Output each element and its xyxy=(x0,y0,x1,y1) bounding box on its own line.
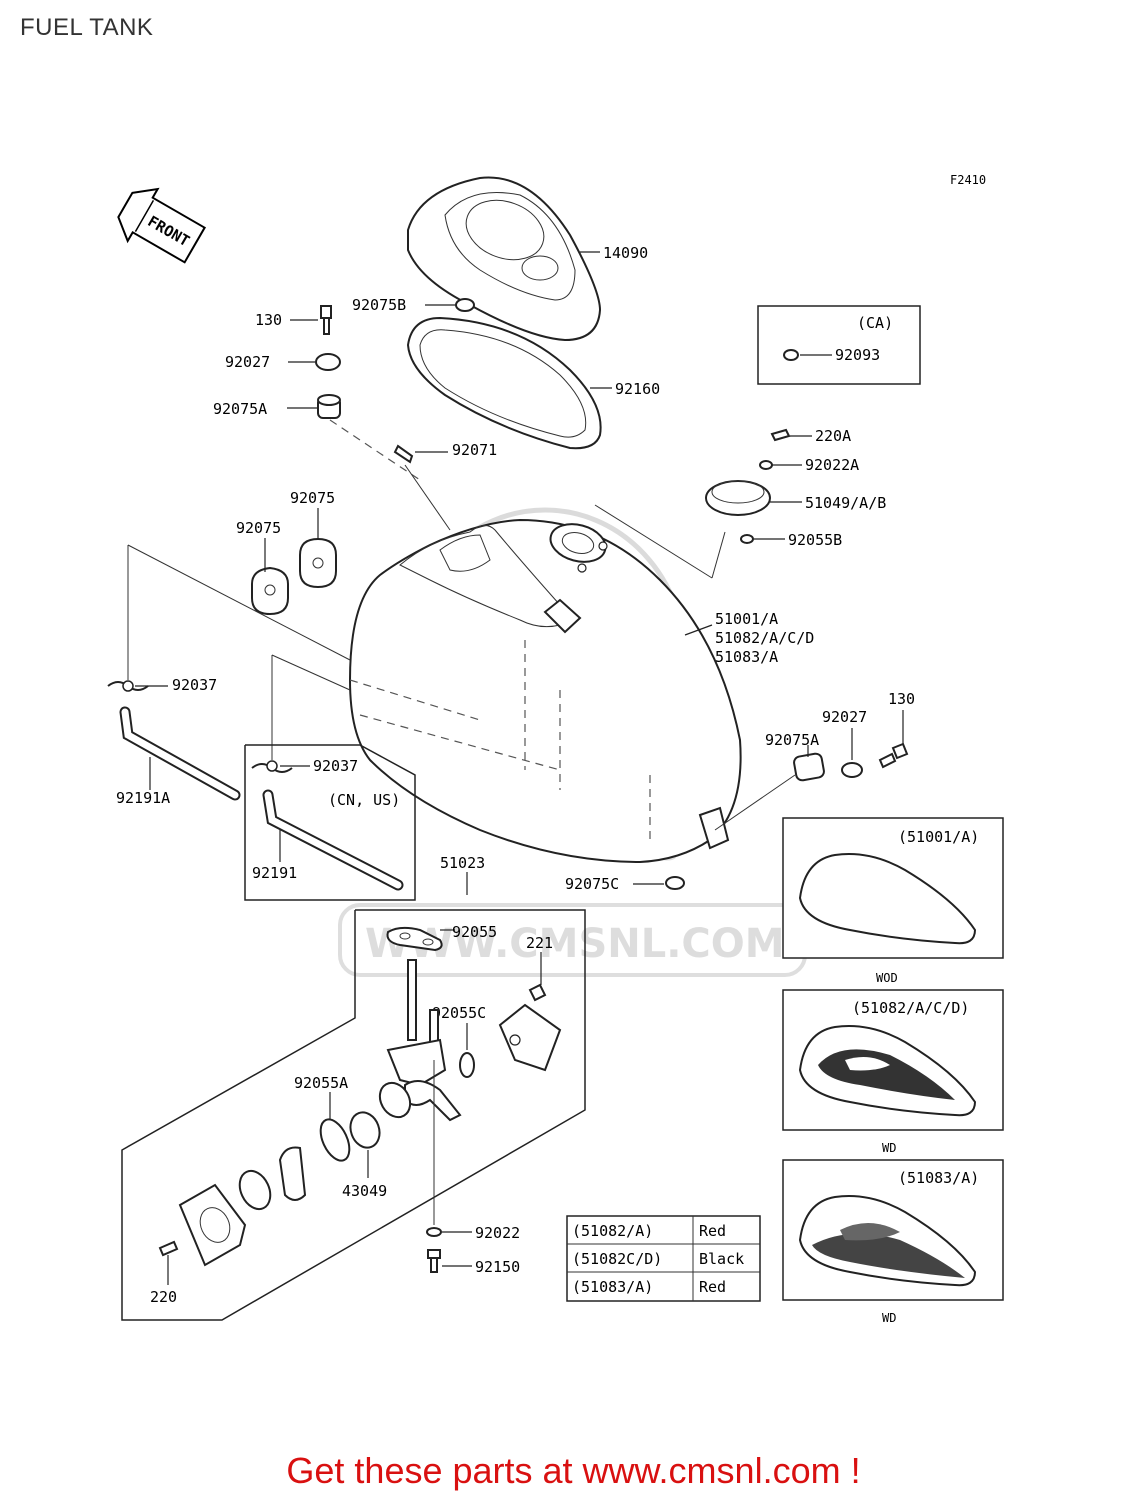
hose-92191a xyxy=(119,706,241,801)
grommet-92093 xyxy=(783,349,799,361)
label-92037-right: 92037 xyxy=(313,757,358,775)
label-92055C: 92055C xyxy=(432,1004,486,1022)
label-92191A: 92191A xyxy=(116,789,170,807)
screw-220 xyxy=(158,1240,179,1257)
label-220: 220 xyxy=(150,1288,177,1306)
label-92022: 92022 xyxy=(475,1224,520,1242)
label-220A: 220A xyxy=(815,427,851,445)
label-92075A-upper: 92075A xyxy=(213,400,267,418)
tap-lever xyxy=(278,1146,307,1201)
damper-92075-right xyxy=(299,537,337,589)
variant-3-title: (51083/A) xyxy=(898,1169,979,1187)
label-92037-left: 92037 xyxy=(172,676,217,694)
cn-us-variant-box: (CN, US) xyxy=(244,744,416,901)
front-arrow-icon: FRONT xyxy=(117,187,207,264)
washer-92027-upper xyxy=(315,353,341,371)
table-row-1-part: (51082/A) xyxy=(572,1222,653,1240)
seal-43049 xyxy=(349,1111,381,1149)
label-43049: 43049 xyxy=(342,1182,387,1200)
screw-220a xyxy=(770,428,791,442)
table-row-1-color: Red xyxy=(699,1222,726,1240)
washer-92027-lower xyxy=(841,762,863,778)
label-51001: 51001/A xyxy=(715,610,778,628)
footer-promo-link[interactable]: Get these parts at www.cmsnl.com ! xyxy=(286,1450,861,1491)
label-92075C: 92075C xyxy=(565,875,619,893)
label-92160: 92160 xyxy=(615,380,660,398)
washer-92022a xyxy=(759,460,773,470)
ca-box-part: 92093 xyxy=(835,346,880,364)
variant-2-title: (51082/A/C/D) xyxy=(852,999,969,1017)
stud-92071 xyxy=(393,444,414,464)
gasket-92160 xyxy=(406,316,602,450)
bolt-130-upper xyxy=(320,305,332,335)
label-51023: 51023 xyxy=(440,854,485,872)
hose-92191 xyxy=(262,789,404,891)
tap-cover-plate xyxy=(498,1003,562,1072)
clip-92037-right xyxy=(251,760,293,773)
label-92055B: 92055B xyxy=(788,531,842,549)
label-14090: 14090 xyxy=(603,244,648,262)
tap-face-plate xyxy=(178,1183,247,1267)
table-row-2-part: (51082C/D) xyxy=(572,1250,662,1268)
label-92191: 92191 xyxy=(252,864,297,882)
ca-variant-box: (CA) 92093 xyxy=(757,305,921,385)
label-92150: 92150 xyxy=(475,1258,520,1276)
table-row-3-part: (51083/A) xyxy=(572,1278,653,1296)
label-92027-upper: 92027 xyxy=(225,353,270,371)
label-cn-us: (CN, US) xyxy=(328,791,400,809)
washer-92022 xyxy=(426,1227,442,1237)
bolt-92150 xyxy=(427,1249,441,1273)
clip-92037-left xyxy=(107,680,149,692)
oring-92055c xyxy=(459,1052,475,1078)
variant-1-caption: WOD xyxy=(876,971,898,985)
variant-2-caption: WD xyxy=(882,1141,896,1155)
figure-code: F2410 xyxy=(950,173,986,187)
grommet-92075c xyxy=(665,876,685,890)
label-92075B: 92075B xyxy=(352,296,406,314)
label-92027-lower: 92027 xyxy=(822,708,867,726)
table-row-2-color: Black xyxy=(699,1250,744,1268)
variant-3-caption: WD xyxy=(882,1311,896,1325)
filler-cap-51049 xyxy=(705,480,771,516)
bolt-130-lower xyxy=(878,742,909,769)
label-92022A: 92022A xyxy=(805,456,859,474)
fuel-tank-51001 xyxy=(348,518,742,864)
grommet-92075b xyxy=(455,298,475,312)
label-51083: 51083/A xyxy=(715,648,778,666)
variant-box-51001: (51001/A) WOD xyxy=(782,817,1004,985)
ca-box-title: (CA) xyxy=(857,314,893,332)
assembly-guideline xyxy=(329,419,421,481)
label-92071: 92071 xyxy=(452,441,497,459)
label-51049: 51049/A/B xyxy=(805,494,886,512)
fuel-tap-body xyxy=(378,959,462,1122)
tap-assembly-outline xyxy=(121,909,586,1321)
variant-box-51083: (51083/A) WD xyxy=(782,1159,1004,1325)
label-92075-right: 92075 xyxy=(290,489,335,507)
variant-box-51082: (51082/A/C/D) WD xyxy=(782,989,1004,1155)
damper-92075a-upper xyxy=(317,394,341,419)
label-130-upper: 130 xyxy=(255,311,282,329)
page-title: FUEL TANK xyxy=(20,14,154,41)
gasket-92055 xyxy=(386,926,443,952)
variant-1-title: (51001/A) xyxy=(898,828,979,846)
tap-washer xyxy=(238,1169,272,1211)
label-92055A: 92055A xyxy=(294,1074,348,1092)
screw-221 xyxy=(528,983,547,1002)
label-221: 221 xyxy=(526,934,553,952)
damper-92075a-lower xyxy=(793,752,825,782)
label-92075-left: 92075 xyxy=(236,519,281,537)
color-table: (51082/A) Red (51082C/D) Black (51083/A)… xyxy=(566,1215,761,1302)
oring-92055a xyxy=(319,1118,351,1162)
damper-92075-left xyxy=(251,566,289,616)
label-92075A-lower: 92075A xyxy=(765,731,819,749)
tank-cover-14090 xyxy=(407,176,602,342)
oring-92055b xyxy=(740,534,754,544)
label-92055: 92055 xyxy=(452,923,497,941)
table-row-3-color: Red xyxy=(699,1278,726,1296)
label-130-lower: 130 xyxy=(888,690,915,708)
label-51082: 51082/A/C/D xyxy=(715,629,814,647)
